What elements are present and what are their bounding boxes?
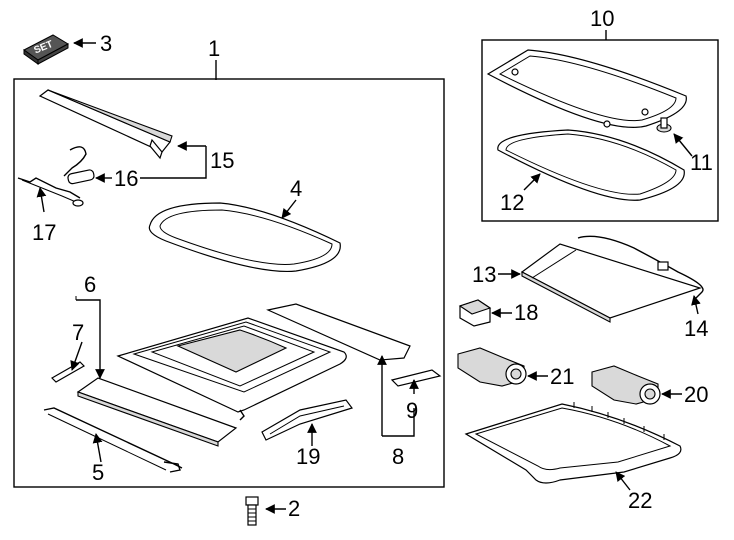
drain-rail-icon [43, 407, 183, 473]
callout-7: 7 [72, 320, 84, 345]
callout-4: 4 [290, 176, 302, 201]
drain-hose-icon [63, 146, 95, 185]
leader-lines [36, 30, 701, 514]
assembly-box-10 [481, 39, 719, 222]
callout-18: 18 [514, 300, 538, 325]
callout-12: 12 [500, 190, 524, 215]
callout-6: 6 [84, 272, 96, 297]
sunshade-icon [520, 243, 702, 323]
callout-9: 9 [406, 398, 418, 423]
bolt-icon [245, 496, 259, 526]
cable-icon [577, 235, 704, 299]
rear-rail-icon [266, 303, 411, 361]
callout-21: 21 [550, 364, 574, 389]
callout-11: 11 [690, 150, 713, 175]
callout-5: 5 [92, 460, 104, 485]
assembly-box-1 [13, 78, 445, 488]
seal-strip-icon [51, 361, 85, 383]
bracket-icon [17, 177, 84, 207]
callout-14: 14 [684, 316, 708, 341]
glass-icon [497, 129, 685, 201]
fastener-icon [656, 117, 672, 133]
motor-right-icon [591, 365, 661, 405]
callout-20: 20 [684, 382, 708, 407]
callout-16: 16 [114, 166, 138, 191]
small-strip-icon [390, 369, 442, 387]
callout-17: 17 [32, 220, 56, 245]
callout-15: 15 [210, 148, 234, 173]
set-tag-icon: SET [23, 34, 70, 65]
motor-left-icon [457, 347, 527, 387]
callout-19: 19 [296, 444, 320, 469]
glass-frame-icon [486, 49, 687, 128]
roof-frame-icon [116, 317, 347, 421]
callout-10: 10 [590, 6, 614, 31]
deflector-icon [261, 399, 353, 441]
glass-seal-icon [148, 202, 341, 273]
callout-8: 8 [392, 444, 404, 469]
callout-1: 1 [208, 36, 220, 61]
frame-housing-icon [464, 402, 682, 484]
callout-13: 13 [472, 262, 496, 287]
callout-3: 3 [100, 31, 112, 56]
callout-2: 2 [288, 496, 300, 521]
callout-22: 22 [628, 488, 652, 513]
clip-icon [458, 299, 492, 327]
front-rail-icon [38, 89, 173, 160]
